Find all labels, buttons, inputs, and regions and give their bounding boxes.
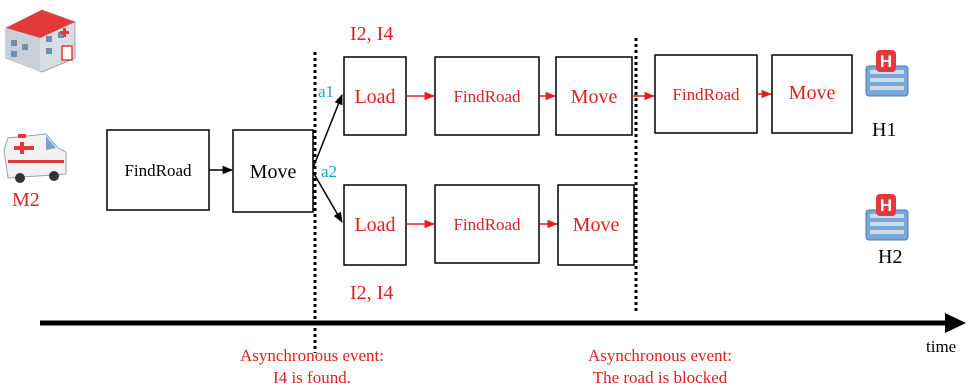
hospital-1-label: H1: [872, 119, 896, 141]
time-axis-label: time: [926, 337, 956, 356]
event-2-caption-line1: Asynchronous event:: [588, 346, 732, 365]
a2-move-box: [557, 184, 635, 266]
move-label: Move: [250, 161, 297, 183]
replan-move-label: Move: [789, 82, 836, 104]
a1-targets-label: I2, I4: [350, 23, 393, 45]
a1-move-box: [555, 56, 633, 136]
branch-arrow-a2: [312, 171, 343, 223]
replan-move-box: [771, 54, 853, 134]
hospital-h-icon: H: [865, 50, 909, 97]
a2-findroad-box: [434, 184, 540, 264]
a1-findroad-label: FindRoad: [453, 87, 521, 106]
replan-findroad-box: [654, 54, 758, 134]
a2-targets-label: I2, I4: [350, 282, 393, 304]
ambulance-label: M2: [12, 189, 40, 211]
branch-label-a2: a2: [321, 162, 337, 181]
event-2-caption-line2: The road is blocked: [593, 368, 728, 387]
time-axis-arrowhead: [945, 313, 966, 333]
a1-findroad-box: [434, 56, 540, 136]
svg-text:H: H: [880, 52, 892, 71]
a2-load-box: [343, 184, 407, 266]
branch-label-a1: a1: [318, 82, 334, 101]
a2-load-label: Load: [354, 214, 395, 236]
a2-findroad-label: FindRoad: [453, 215, 521, 234]
a1-load-label: Load: [354, 86, 395, 108]
event-1-caption-line2: I4 is found.: [273, 368, 351, 387]
findroad-box: [106, 129, 210, 211]
hospital-h-icon: H: [865, 194, 909, 241]
svg-text:H: H: [880, 196, 892, 215]
move-box: [232, 129, 314, 213]
ambulance-icon: [3, 133, 67, 183]
hospital-building-icon: [5, 9, 76, 73]
replan-findroad-label: FindRoad: [672, 85, 740, 104]
event-1-caption-line1: Asynchronous event:: [240, 346, 384, 365]
findroad-label: FindRoad: [124, 161, 192, 180]
a1-move-label: Move: [571, 86, 618, 108]
branch-arrow-a1: [312, 94, 343, 169]
hospital-2-label: H2: [878, 246, 902, 268]
a2-move-label: Move: [573, 214, 620, 236]
